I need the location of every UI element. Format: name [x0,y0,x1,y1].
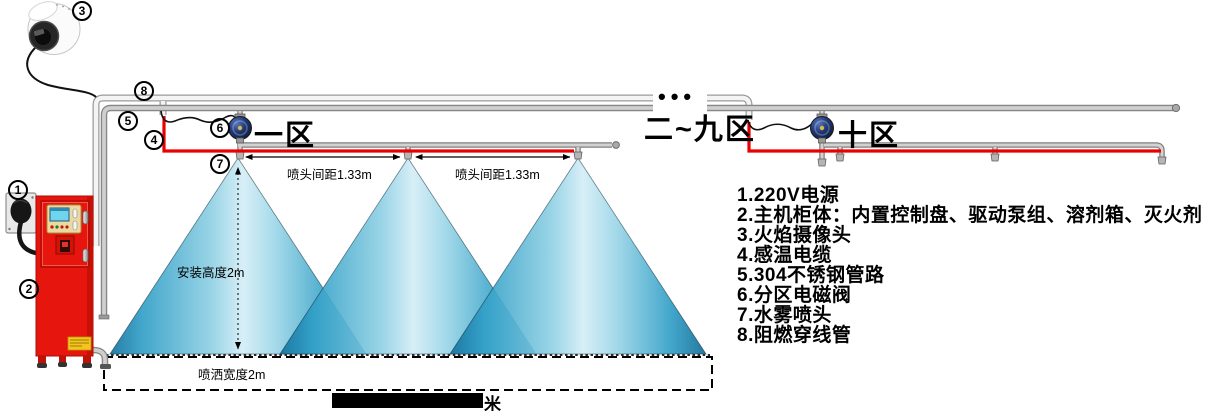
install-height-label: 安装高度2m [177,266,245,280]
spray-cone-3 [449,157,707,355]
camera-cable [26,45,97,98]
power-plug [10,198,32,224]
heat-sensing-cable [162,116,1161,153]
callout-2-cabinet: 2 [19,279,39,299]
legend-item-2: 2.主机柜体：内置控制盘、驱动泵组、溶剂箱、灭火剂 [737,205,1203,226]
door-handle [82,210,89,225]
pipe-end-cap [612,141,620,149]
callout-7-nozzle: 7 [210,154,230,174]
legend: 1.220V电源 2.主机柜体：内置控制盘、驱动泵组、溶剂箱、灭火剂 3.火焰摄… [737,186,1215,346]
redacted-dimension-suffix: 米 [484,395,501,411]
callout-4-heat-cable: 4 [144,130,164,150]
legend-item-8: 8.阻燃穿线管 [737,325,852,346]
mist-nozzles [235,151,1167,167]
nozzle [835,153,845,162]
callout-5-pipe: 5 [118,111,138,131]
spray-cones [109,157,707,355]
redacted-dimension-bar [332,393,483,408]
panel-button [65,225,69,229]
callout-6-valve: 6 [210,118,230,138]
nozzle [403,151,413,160]
legend-item-4: 4.感温电缆 [737,245,832,266]
solenoid-valve-zone1 [228,113,252,144]
door-handle [82,248,89,263]
legend-item-6: 6.分区电磁阀 [737,285,852,306]
zone1-label: 一区 [254,120,317,152]
pipe-foot [100,364,111,369]
cabinet-label [67,336,92,351]
nozzle-spacing-label-left: 喷头间距1.33m [287,168,372,182]
cabinet-door [40,200,90,268]
zone10-label: 十区 [838,120,901,152]
nozzle [990,153,1000,162]
nozzle [573,151,583,160]
main-cabinet [35,195,94,368]
legend-item-7: 7.水雾喷头 [737,305,832,326]
panel-indicator [72,220,78,231]
solenoid-valve-zone10 [810,113,834,144]
callout-3-camera: 3 [72,1,92,21]
nozzle [235,151,245,160]
legend-item-3: 3.火焰摄像头 [737,225,852,246]
nozzle [817,158,827,167]
power-socket [5,192,46,256]
spray-width-box [103,356,713,391]
legend-item-5: 5.304不锈钢管路 [737,265,885,286]
panel-button [55,225,59,229]
legend-item-1: 1.220V电源 [737,185,840,206]
nozzle-spacing-label-right: 喷头间距1.33m [455,168,540,182]
panel-indicator [72,208,78,219]
panel-button [60,225,64,229]
nozzle [1157,156,1167,165]
callout-8-conduit: 8 [134,81,154,101]
pipe-flange [98,314,110,320]
pipe-end-cap [1171,103,1181,113]
zones2to9-label: 二~九区 [644,114,756,146]
callout-1-power: 1 [8,180,28,200]
spray-width-label: 喷洒宽度2m [198,368,266,382]
pipe-continuation-dots: ••• [658,84,697,109]
flame-camera [26,1,97,98]
panel-button [50,225,54,229]
